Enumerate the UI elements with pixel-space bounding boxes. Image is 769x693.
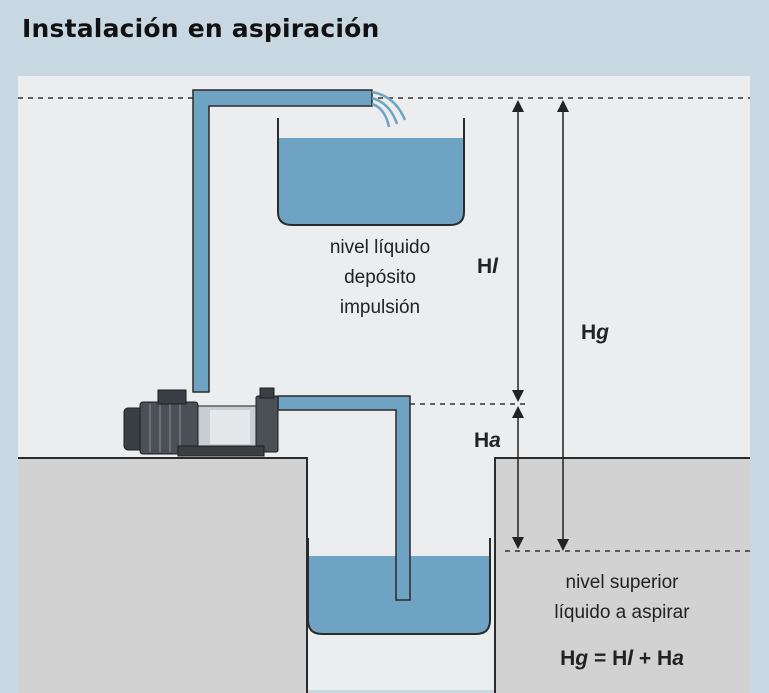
deposit-water bbox=[278, 138, 464, 225]
deposit-tank bbox=[277, 118, 465, 226]
deposit-label-line1: nivel líquido bbox=[330, 237, 430, 258]
suction-label-line1: nivel superior bbox=[566, 572, 680, 593]
deposit-label-line3: impulsión bbox=[340, 297, 420, 318]
deposit-label-line2: depósito bbox=[344, 267, 416, 288]
hl-label: Hl bbox=[477, 255, 499, 278]
pump-head bbox=[255, 395, 279, 453]
discharge-pipe bbox=[192, 89, 373, 393]
hg-label: Hg bbox=[581, 321, 609, 344]
diagram-title: Instalación en aspiración bbox=[22, 14, 380, 43]
water-spray bbox=[371, 90, 407, 128]
suction-label-line2: líquido a aspirar bbox=[554, 602, 690, 623]
pump-terminal-box bbox=[157, 389, 187, 405]
suction-tank bbox=[307, 538, 491, 635]
formula: Hg = Hl + Ha bbox=[560, 647, 684, 670]
ha-label: Ha bbox=[474, 429, 501, 452]
pump-base bbox=[177, 445, 265, 457]
ground-edge-right bbox=[494, 457, 750, 693]
pump bbox=[123, 387, 279, 457]
